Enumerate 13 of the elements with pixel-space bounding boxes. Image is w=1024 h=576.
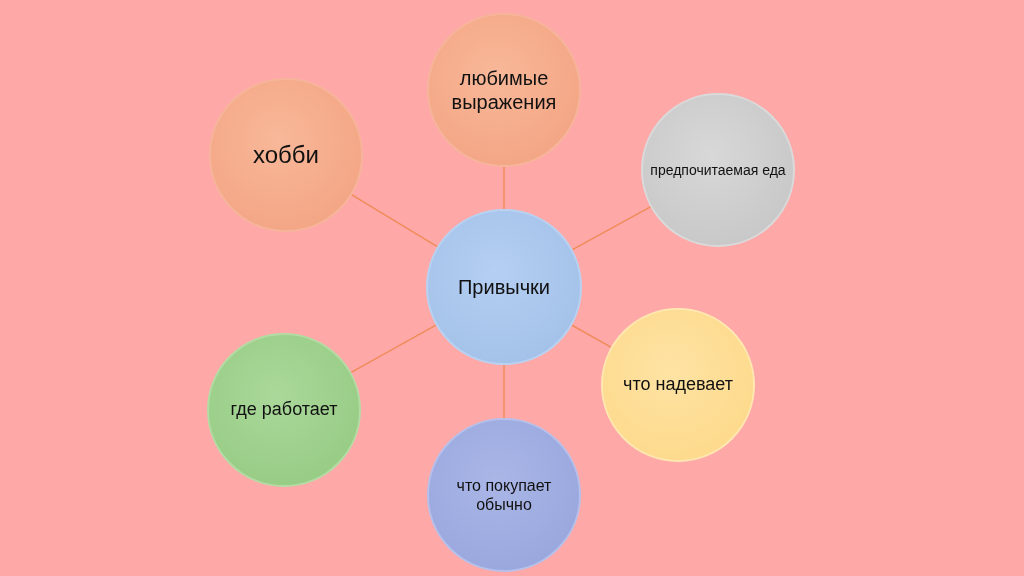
topic-label: что покупает обычно [455, 475, 553, 515]
connector-line [503, 364, 505, 419]
topic-label: любимые выражения [450, 66, 558, 114]
topic-label: хобби [252, 140, 320, 170]
connector-line [571, 324, 612, 348]
connector-line [503, 166, 505, 210]
topic-label: где работает [229, 399, 339, 421]
topic-label: что надевает [622, 374, 734, 396]
topic-label: Привычки [457, 275, 551, 299]
connector-line [351, 194, 439, 248]
topic-label: предпочитаемая еда [649, 161, 787, 179]
connector-line [350, 324, 437, 374]
connector-line [571, 206, 652, 251]
